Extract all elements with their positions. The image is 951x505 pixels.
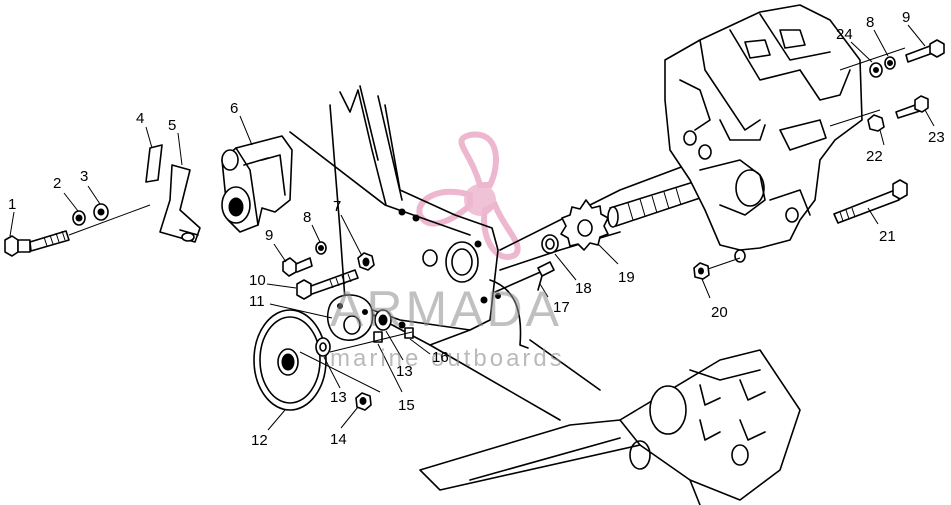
- washer-2: [72, 210, 86, 226]
- washer-8-right: [884, 56, 896, 70]
- bushing-13-lower: [315, 337, 331, 357]
- callout-8: 8: [303, 209, 311, 226]
- bolt-10: [296, 269, 359, 300]
- callout-24: 24: [836, 26, 853, 43]
- callout-13-upper: 13: [396, 363, 413, 380]
- bolt-9: [282, 257, 313, 277]
- callout-6: 6: [230, 100, 238, 117]
- screw-17: [537, 261, 555, 291]
- disc-12: [253, 309, 327, 411]
- callout-19: 19: [618, 269, 635, 286]
- plate-4: [145, 144, 163, 183]
- callout-2: 2: [53, 175, 61, 192]
- callout-21: 21: [879, 228, 896, 245]
- callout-5: 5: [168, 117, 176, 134]
- callout-15: 15: [398, 397, 415, 414]
- bolt-9-right: [905, 39, 945, 63]
- housing-6: [221, 135, 293, 233]
- callout-22: 22: [866, 148, 883, 165]
- callout-7: 7: [333, 198, 341, 215]
- callout-13-lower: 13: [330, 389, 347, 406]
- callout-9: 9: [265, 227, 273, 244]
- callout-23: 23: [928, 129, 945, 146]
- callout-17: 17: [553, 299, 570, 316]
- leader-lines: [9, 24, 935, 431]
- callout-16: 16: [432, 349, 449, 366]
- callout-20: 20: [711, 304, 728, 321]
- washer-8: [315, 241, 327, 255]
- shaft: [607, 179, 707, 228]
- callout-8-right: 8: [866, 14, 874, 31]
- nut-7: [357, 252, 375, 271]
- callout-1: 1: [8, 196, 16, 213]
- washer-24: [869, 62, 883, 78]
- callout-18: 18: [575, 280, 592, 297]
- bolt-23: [895, 95, 929, 119]
- nut-20: [693, 262, 710, 280]
- cam-plate-11: [326, 294, 374, 341]
- callout-14: 14: [330, 431, 347, 448]
- watermark-tagline: marine outboards: [330, 345, 565, 372]
- chain-guide: [489, 269, 546, 349]
- callout-labels: 1 2 3 4 5 6 7 8 9 10 11 12 13 14 15 13 1…: [8, 9, 945, 449]
- armada-propeller-logo: [416, 131, 521, 260]
- callout-3: 3: [80, 168, 88, 185]
- sprocket-19: [560, 199, 609, 251]
- callout-4: 4: [136, 110, 144, 127]
- lower-frame: [419, 339, 801, 505]
- washer-3: [93, 203, 109, 221]
- bolt-1: [4, 230, 70, 257]
- bushing-13-upper: [374, 309, 392, 331]
- spacer-15: [373, 331, 383, 343]
- bracket-5: [159, 164, 201, 243]
- watermark-brand: ARMADA: [330, 281, 562, 337]
- washer-18: [541, 234, 559, 254]
- callout-9-right: 9: [902, 9, 910, 26]
- bolt-21: [833, 179, 908, 224]
- callout-10: 10: [249, 272, 266, 289]
- nut-14: [355, 392, 372, 411]
- callout-11: 11: [249, 293, 265, 310]
- nut-22: [867, 114, 885, 132]
- engine-block: [664, 4, 863, 263]
- callout-12: 12: [251, 432, 268, 449]
